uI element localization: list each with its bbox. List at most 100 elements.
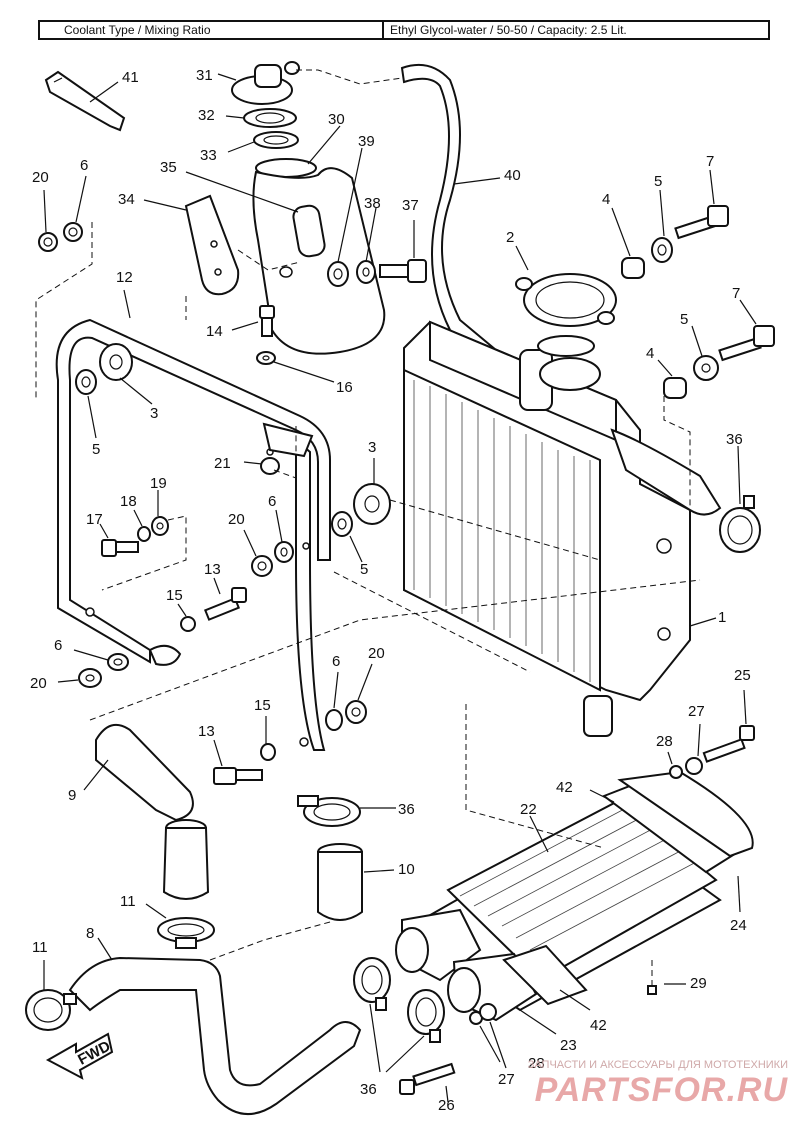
part-3-grommet-right — [353, 483, 391, 525]
callout: 5 — [360, 561, 368, 578]
callout: 5 — [92, 441, 100, 458]
part-26-bolt — [399, 1062, 456, 1095]
coolant-spec-value: Ethyl Glycol-water / 50-50 / Capacity: 2… — [390, 23, 627, 37]
callout: 20 — [30, 675, 47, 692]
callout: 11 — [32, 939, 48, 956]
callout: 5 — [680, 311, 688, 328]
callout: 12 — [116, 269, 133, 286]
callout: 37 — [402, 197, 419, 214]
part-15-washer-low — [260, 743, 276, 761]
callout: 19 — [150, 475, 167, 492]
callout: 6 — [80, 157, 88, 174]
callout: 6 — [268, 493, 276, 510]
callout: 8 — [86, 925, 94, 942]
callout: 13 — [198, 723, 215, 740]
part-hose-segment — [162, 819, 210, 900]
part-2-radiator-cap — [515, 273, 617, 391]
callout: 15 — [166, 587, 183, 604]
callout: 13 — [204, 561, 221, 578]
part-36-hose-clamp-right — [719, 495, 761, 553]
part-36-hose-clamp-mid — [297, 795, 361, 827]
callout: 25 — [734, 667, 751, 684]
part-9-lower-hose — [95, 723, 194, 822]
part-39-collar — [327, 261, 349, 287]
part-36-hose-clamp-low-b — [407, 989, 445, 1043]
site-watermark: ЗАПЧАСТИ И АКСЕССУАРЫ ДЛЯ МОТОТЕХНИКИ PA… — [528, 1059, 788, 1110]
callout: 22 — [520, 801, 537, 818]
part-11-hose-clamp-center — [157, 917, 215, 949]
callout: 18 — [120, 493, 137, 510]
callout: 36 — [360, 1081, 377, 1098]
coolant-spec-header: Coolant Type / Mixing Ratio Ethyl Glycol… — [38, 20, 770, 40]
part-10-hose — [317, 843, 363, 921]
callout: 31 — [196, 67, 213, 84]
part-41-strap — [44, 70, 126, 132]
callout: 20 — [32, 169, 49, 186]
callout: 14 — [206, 323, 223, 340]
callout: 32 — [198, 107, 215, 124]
callout: 7 — [706, 153, 714, 170]
part-8-main-hose — [68, 956, 362, 1116]
leader-41 — [89, 81, 119, 103]
callout: 27 — [688, 703, 705, 720]
part-42-gasket-upper — [601, 770, 754, 874]
callout: 6 — [54, 637, 62, 654]
callout: 30 — [328, 111, 345, 128]
part-35-reservoir-hose — [292, 204, 326, 258]
callout: 38 — [364, 195, 381, 212]
part-32-gasket — [243, 108, 297, 128]
part-3-grommet-left — [99, 343, 133, 381]
callout: 40 — [504, 167, 521, 184]
part-37-bolt — [379, 259, 427, 283]
part-6-washer-right — [325, 709, 343, 731]
part-31-reservoir-cap — [231, 61, 300, 105]
part-34-bracket — [184, 194, 240, 296]
callout: 7 — [732, 285, 740, 302]
part-28-washer-upper — [669, 765, 683, 779]
part-13-bolt-mid — [203, 587, 247, 621]
callout: 39 — [358, 133, 375, 150]
part-36-hose-clamp-low-a — [353, 957, 391, 1011]
callout: 6 — [332, 653, 340, 670]
callout: 35 — [160, 159, 177, 176]
part-11-hose-clamp-left — [25, 989, 77, 1031]
part-12-radiator-frame — [55, 318, 331, 751]
part-5-washer-lower — [693, 355, 719, 381]
callout: 26 — [438, 1097, 455, 1114]
callout: 9 — [68, 787, 76, 804]
part-20-nut-low — [78, 668, 102, 688]
callout: 16 — [336, 379, 353, 396]
part-18-washer — [137, 526, 151, 542]
callout: 28 — [656, 733, 673, 750]
callout: 11 — [120, 893, 136, 910]
callout: 15 — [254, 697, 271, 714]
part-6-washer-low — [107, 653, 129, 671]
part-15-washer-mid — [180, 616, 196, 632]
part-4-spacer-lower — [663, 377, 687, 399]
part-13-bolt-low — [213, 767, 263, 785]
part-20-nut-top — [38, 232, 58, 252]
part-1-radiator-core — [403, 320, 722, 737]
callout: 28 — [528, 1055, 545, 1072]
callout: 17 — [86, 511, 103, 528]
callout: 20 — [368, 645, 385, 662]
callout: 41 — [122, 69, 139, 86]
part-14-bolt — [259, 305, 275, 337]
part-27-washer-lower — [479, 1003, 497, 1021]
callout-labels: 41 31 32 33 30 39 35 34 38 37 40 20 6 12… — [30, 67, 751, 1114]
part-7-bolt-lower — [718, 325, 775, 362]
part-42-gasket-lower — [502, 944, 588, 1006]
fwd-arrow — [45, 1032, 114, 1080]
callout: 3 — [368, 439, 376, 456]
part-7-bolt-upper — [674, 205, 729, 240]
part-6-washer-mid — [274, 541, 294, 563]
callout: 20 — [228, 511, 245, 528]
part-5-washer-upper — [651, 237, 673, 263]
callout: 2 — [506, 229, 514, 246]
part-29-screw — [647, 960, 657, 995]
part-5-collar-right — [331, 511, 353, 537]
part-30-reservoir-tank — [252, 158, 386, 355]
part-27-washer-upper — [685, 757, 703, 775]
callout: 34 — [118, 191, 135, 208]
